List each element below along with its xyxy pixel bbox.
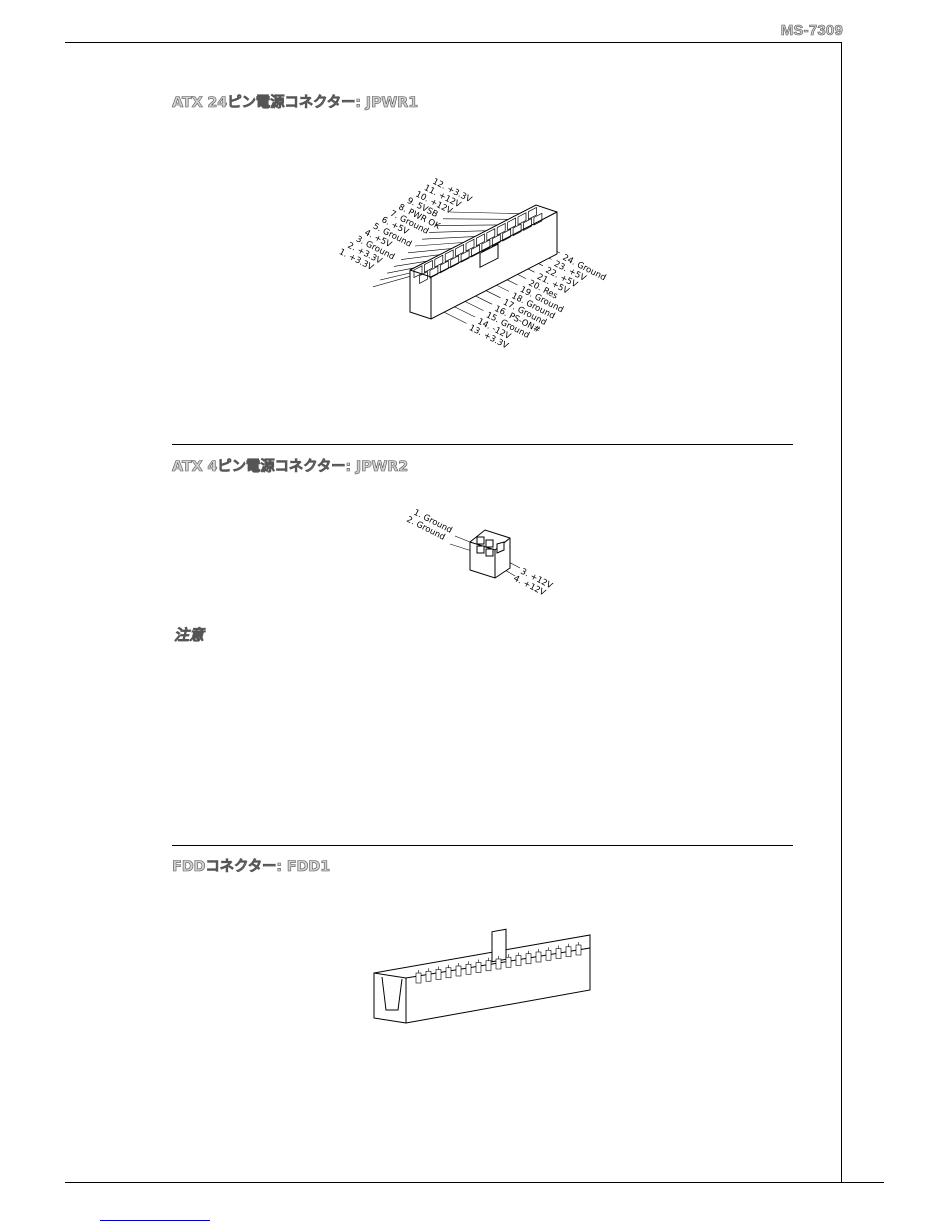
section-rule-2 bbox=[172, 845, 793, 846]
fdd1-heading: FDDコネクター: FDD1 bbox=[172, 859, 331, 876]
jpwr1-pin-cell bbox=[434, 254, 444, 268]
model-number: MS-7309 bbox=[780, 22, 843, 40]
footer-link-underline bbox=[100, 1220, 210, 1221]
fdd1-connector-diagram bbox=[373, 928, 591, 1024]
jpwr1-pin-cell bbox=[528, 206, 537, 220]
jpwr1-pin-cell bbox=[502, 228, 512, 242]
jpwr1-heading: ATX 24ピン電源コネクター: JPWR1 bbox=[172, 95, 419, 112]
fdd1-pin bbox=[415, 972, 422, 984]
fdd1-pin bbox=[575, 944, 582, 956]
page-edge-rule bbox=[841, 42, 842, 1182]
fdd1-pin bbox=[525, 953, 532, 965]
jpwr1-pin-cell bbox=[533, 212, 543, 226]
jpwr1-pin-cell bbox=[491, 233, 501, 247]
jpwr1-pin-cell bbox=[429, 265, 439, 279]
jpwr1-pin-cell bbox=[444, 249, 454, 263]
fdd1-pin bbox=[515, 955, 522, 966]
jpwr1-pin-cell bbox=[496, 222, 506, 236]
header-rule bbox=[65, 42, 841, 43]
jpwr1-pin-cell bbox=[486, 228, 496, 242]
fdd1-pin bbox=[455, 965, 462, 977]
jpwr2-connector-body bbox=[469, 529, 511, 579]
fdd1-pin bbox=[435, 969, 442, 980]
jpwr1-connector-body bbox=[409, 204, 558, 320]
jpwr1-pin-cell bbox=[419, 271, 428, 284]
jpwr2-heading: ATX 4ピン電源コネクター: JPWR2 bbox=[172, 459, 409, 476]
fdd1-pin bbox=[555, 948, 562, 959]
jpwr1-pin-cell bbox=[465, 238, 475, 252]
fdd1-pin bbox=[505, 956, 512, 968]
jpwr1-pin-cell bbox=[512, 223, 522, 237]
fdd1-pin bbox=[535, 951, 542, 963]
fdd1-pin bbox=[485, 960, 492, 972]
fdd1-pin bbox=[565, 946, 572, 958]
footer-rule bbox=[65, 1182, 884, 1183]
fdd1-pin bbox=[475, 962, 482, 973]
jpwr1-pin-cell bbox=[476, 233, 485, 247]
jpwr1-pin-grid bbox=[413, 206, 543, 284]
jpwr1-pin-cell bbox=[424, 259, 433, 273]
jpwr1-pin-cell bbox=[450, 255, 460, 269]
fdd1-pin-row bbox=[415, 942, 582, 984]
jpwr1-pin-cell bbox=[460, 249, 470, 263]
jpwr1-pin-cell bbox=[523, 218, 532, 231]
jpwr1-pin-cell bbox=[413, 265, 423, 279]
fdd1-pin bbox=[465, 963, 472, 975]
jpwr1-pin-cell bbox=[507, 217, 516, 231]
jpwr1-pin-cell bbox=[481, 239, 491, 253]
jpwr1-pin-cell bbox=[471, 244, 480, 258]
fdd1-connector-body bbox=[373, 928, 591, 1024]
jpwr1-pin-cell bbox=[439, 260, 449, 274]
fdd1-pin bbox=[495, 958, 502, 970]
note-label: 注意 bbox=[174, 626, 205, 645]
fdd1-pin bbox=[445, 967, 452, 979]
section-rule-1 bbox=[172, 444, 793, 445]
fdd1-pin bbox=[425, 970, 432, 982]
jpwr1-pin-cell bbox=[517, 212, 527, 226]
jpwr1-pin-cell bbox=[455, 244, 464, 257]
fdd1-pin bbox=[545, 949, 552, 961]
